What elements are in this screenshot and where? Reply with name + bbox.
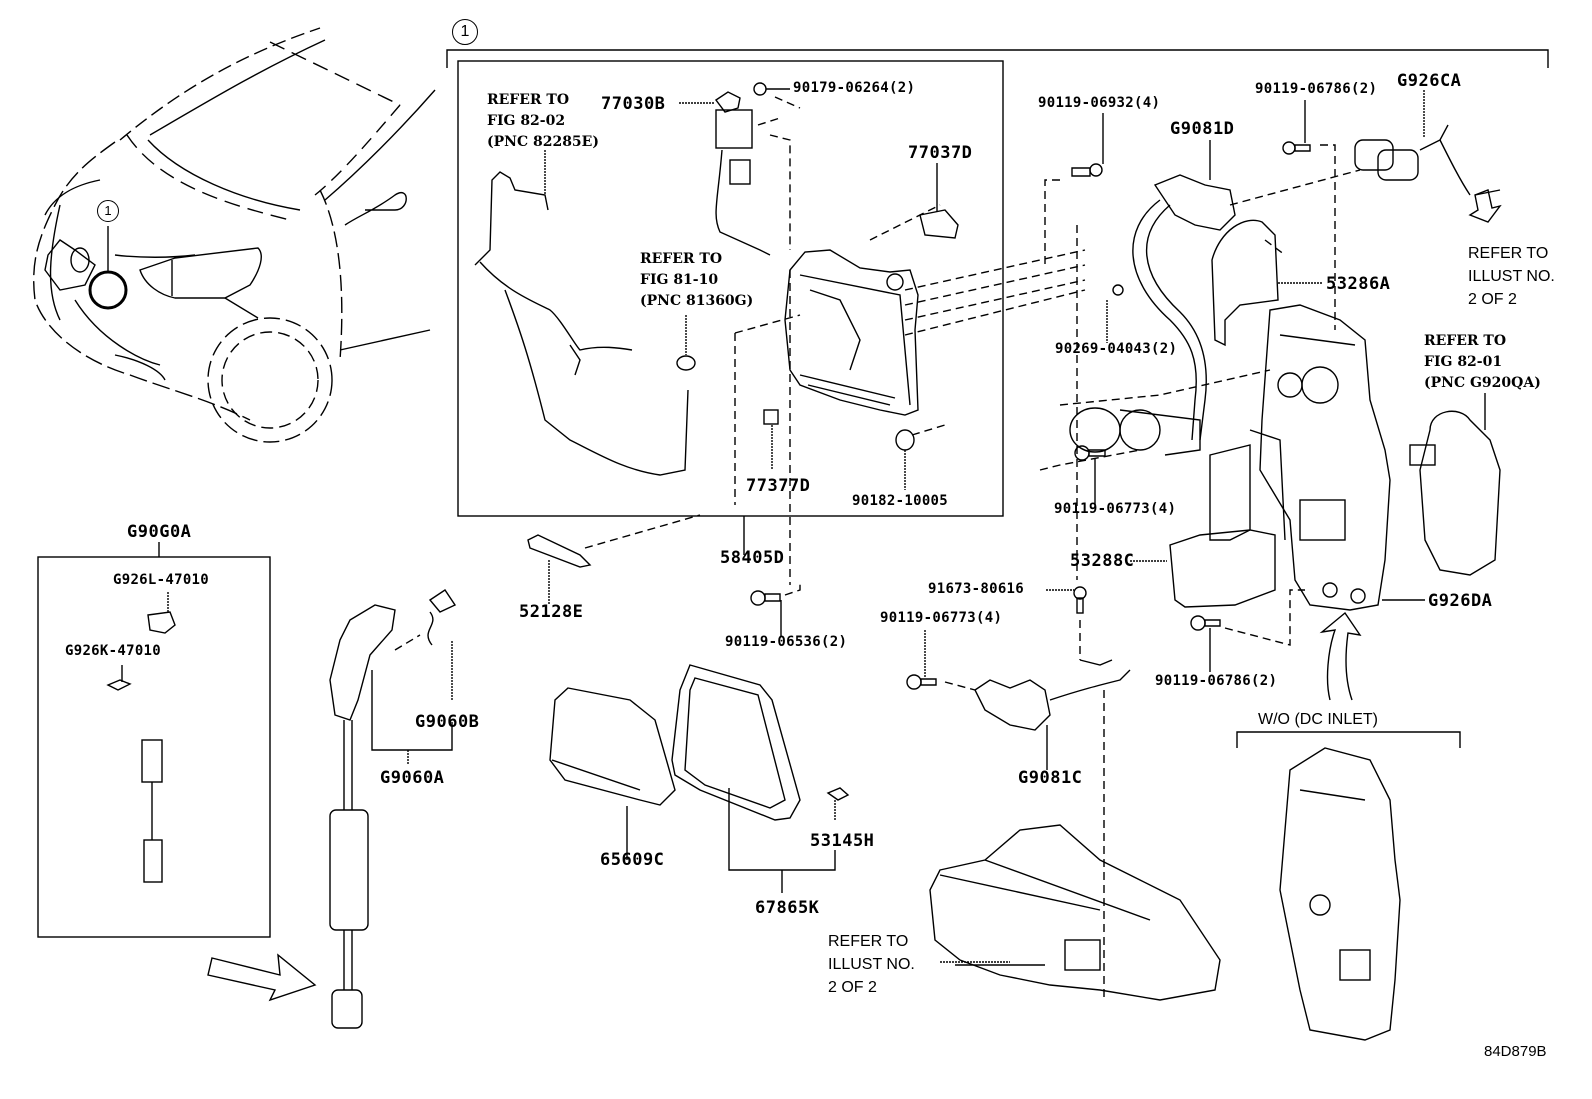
part-label-90182-10005[interactable]: 90182-10005 — [852, 493, 949, 509]
harness-G9081D — [1132, 140, 1361, 441]
bolt-90119-06773-a — [1074, 445, 1106, 505]
connector-G9081C — [906, 630, 1131, 770]
part-label-53288C[interactable]: 53288C — [1070, 551, 1135, 571]
part-label-77037D[interactable]: 77037D — [908, 143, 973, 163]
cover-53286A — [1211, 219, 1322, 347]
note-refer-illust-bottom[interactable]: REFER TO ILLUST NO. 2 OF 2 — [828, 933, 915, 996]
arrow-up — [1319, 611, 1362, 701]
part-G920QA — [1409, 393, 1501, 576]
connector-77030B — [679, 82, 801, 256]
seal-67865K — [671, 664, 850, 893]
variant-label-wo-dc-inlet: W/O (DC INLET) — [1258, 711, 1378, 728]
part-label-G9060A[interactable]: G9060A — [380, 768, 445, 788]
part-label-67865K[interactable]: 67865K — [755, 898, 820, 918]
car-callout — [88, 226, 128, 310]
note-refer-illust-top[interactable]: REFER TO ILLUST NO. 2 OF 2 — [1468, 245, 1555, 308]
part-label-90119-06773-a[interactable]: 90119-06773(4) — [1054, 501, 1177, 517]
subassembly-box — [457, 60, 1004, 517]
inlet-plug — [1039, 369, 1271, 471]
part-label-90119-06773-b[interactable]: 90119-06773(4) — [880, 610, 1003, 626]
part-label-53286A[interactable]: 53286A — [1326, 274, 1391, 294]
part-label-G9081C[interactable]: G9081C — [1018, 768, 1083, 788]
bolt-90119-06786-bottom — [1190, 589, 1305, 672]
charger-unit — [929, 824, 1221, 1001]
part-label-90119-06786-bottom[interactable]: 90119-06786(2) — [1155, 673, 1278, 689]
car-callout-1[interactable]: 1 — [97, 200, 119, 222]
note-refer-fig-82-01[interactable]: REFER TO FIG 82-01 (PNC G920QA) — [1424, 333, 1541, 391]
kit-box-G90G0A — [37, 542, 271, 938]
inlet-housing — [784, 249, 919, 416]
charging-cable — [329, 589, 457, 1029]
clip-77377D — [734, 270, 801, 585]
clip-90269-04043 — [1106, 284, 1124, 343]
part-label-G926K-47010[interactable]: G926K-47010 — [65, 643, 162, 659]
figure-id: 84D879B — [1484, 1043, 1547, 1060]
alignment-line — [904, 249, 1086, 291]
bracket-G926DA — [1259, 304, 1425, 611]
part-label-G926CA[interactable]: G926CA — [1397, 71, 1462, 91]
cover-65609C — [549, 687, 676, 860]
cover-53288C — [1130, 429, 1286, 608]
part-label-58405D[interactable]: 58405D — [720, 548, 785, 568]
part-label-G926DA[interactable]: G926DA — [1428, 591, 1493, 611]
bolt-90119-06536 — [750, 580, 801, 637]
part-label-90119-06786-top[interactable]: 90119-06786(2) — [1255, 81, 1378, 97]
part-label-G9060B[interactable]: G9060B — [415, 712, 480, 732]
part-label-65609C[interactable]: 65609C — [600, 850, 665, 870]
note-refer-fig-81-10[interactable]: REFER TO FIG 81-10 (PNC 81360G) — [640, 251, 754, 309]
part-label-90179-06264[interactable]: 90179-06264(2) — [793, 80, 916, 96]
part-label-90269-04043[interactable]: 90269-04043(2) — [1055, 341, 1178, 357]
bolt-91673-80616 — [1046, 586, 1087, 660]
bracket-52128E — [527, 514, 701, 605]
part-label-91673-80616[interactable]: 91673-80616 — [928, 581, 1025, 597]
car-outline — [33, 27, 436, 443]
part-label-77377D[interactable]: 77377D — [746, 476, 811, 496]
clip-90182-10005 — [895, 429, 915, 451]
part-label-77030B[interactable]: 77030B — [601, 94, 666, 114]
sensor-77037D — [869, 163, 959, 241]
harness-82285E — [474, 150, 689, 476]
part-label-53145H[interactable]: 53145H — [810, 831, 875, 851]
grommet-81360G — [676, 355, 696, 371]
part-label-52128E[interactable]: 52128E — [519, 602, 584, 622]
part-label-G9081D[interactable]: G9081D — [1170, 119, 1235, 139]
bracket-variant — [1236, 731, 1461, 1041]
connector-G926CA — [1354, 90, 1502, 223]
note-refer-fig-82-02[interactable]: REFER TO FIG 82-02 (PNC 82285E) — [487, 92, 599, 150]
assembly-callout-1[interactable]: 1 — [452, 19, 478, 45]
assembly-bracket — [446, 49, 1549, 68]
part-label-90119-06932[interactable]: 90119-06932(4) — [1038, 95, 1161, 111]
part-label-90119-06536[interactable]: 90119-06536(2) — [725, 634, 848, 650]
part-label-G90G0A[interactable]: G90G0A — [127, 522, 192, 542]
part-label-G926L-47010[interactable]: G926L-47010 — [113, 572, 210, 588]
direction-arrow — [207, 953, 317, 1002]
bolt-90119-06786-top — [1282, 100, 1336, 330]
bolt-90119-06932 — [1044, 113, 1104, 265]
